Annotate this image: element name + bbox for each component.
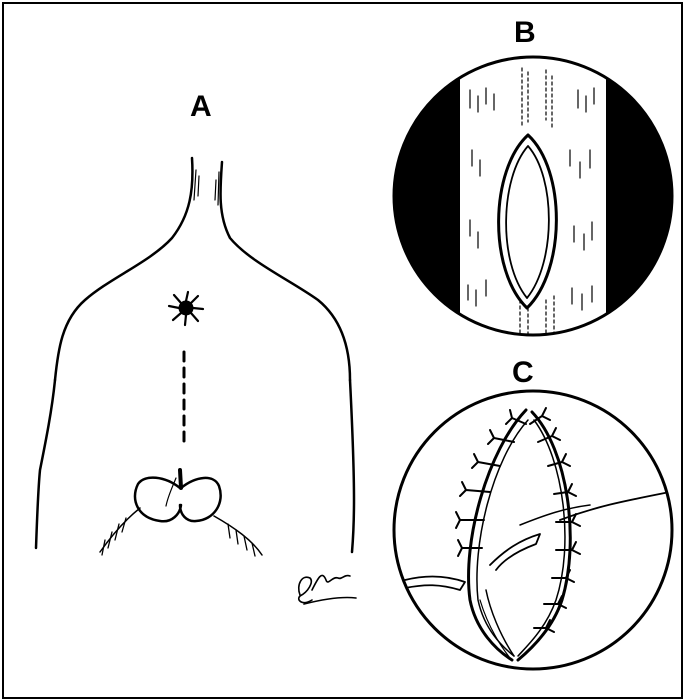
- panel-b-label: B: [514, 16, 536, 49]
- panel-a-torso-drawing: [34, 156, 357, 605]
- panel-c-label: C: [512, 356, 534, 389]
- panel-c-sutured-wound: [392, 389, 674, 671]
- panel-b-incision-closeup: [392, 55, 674, 337]
- panel-a-label: A: [190, 90, 212, 123]
- artist-signature-mark: [297, 574, 357, 605]
- sinus-opening-mark: [167, 290, 205, 327]
- suture-stitches-left: [455, 409, 527, 557]
- suture-stitches-right: [529, 407, 581, 633]
